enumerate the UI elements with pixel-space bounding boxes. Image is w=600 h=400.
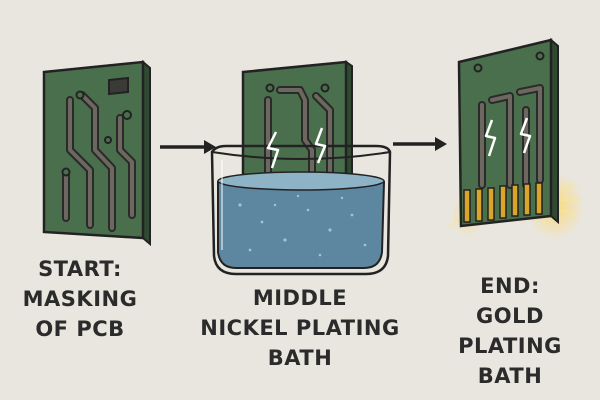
plating-bath-icon [210, 60, 392, 276]
arrow-right-icon [393, 137, 447, 151]
pcb-board-icon [449, 37, 585, 240]
caption-line: BATH [477, 364, 543, 388]
step-caption-middle: MIDDLE NICKEL PLATING BATH [190, 283, 410, 373]
caption-line: OF PCB [35, 317, 125, 341]
lightning-icon [266, 127, 327, 169]
arrow-right-icon [160, 140, 216, 154]
step-caption-end: END: GOLD PLATING BATH [440, 271, 580, 391]
caption-line: GOLD [476, 304, 544, 328]
gold-contacts-icon [463, 182, 543, 223]
caption-line: START: [38, 257, 122, 281]
caption-line: END: [480, 274, 540, 298]
caption-line: PLATING [458, 334, 562, 358]
caption-line: MIDDLE [252, 286, 348, 310]
pcb-board-icon [42, 59, 151, 247]
caption-line: NICKEL PLATING [200, 316, 400, 340]
step-caption-start: START: MASKING OF PCB [10, 254, 150, 344]
caption-line: MASKING [22, 287, 138, 311]
caption-line: BATH [267, 346, 333, 370]
